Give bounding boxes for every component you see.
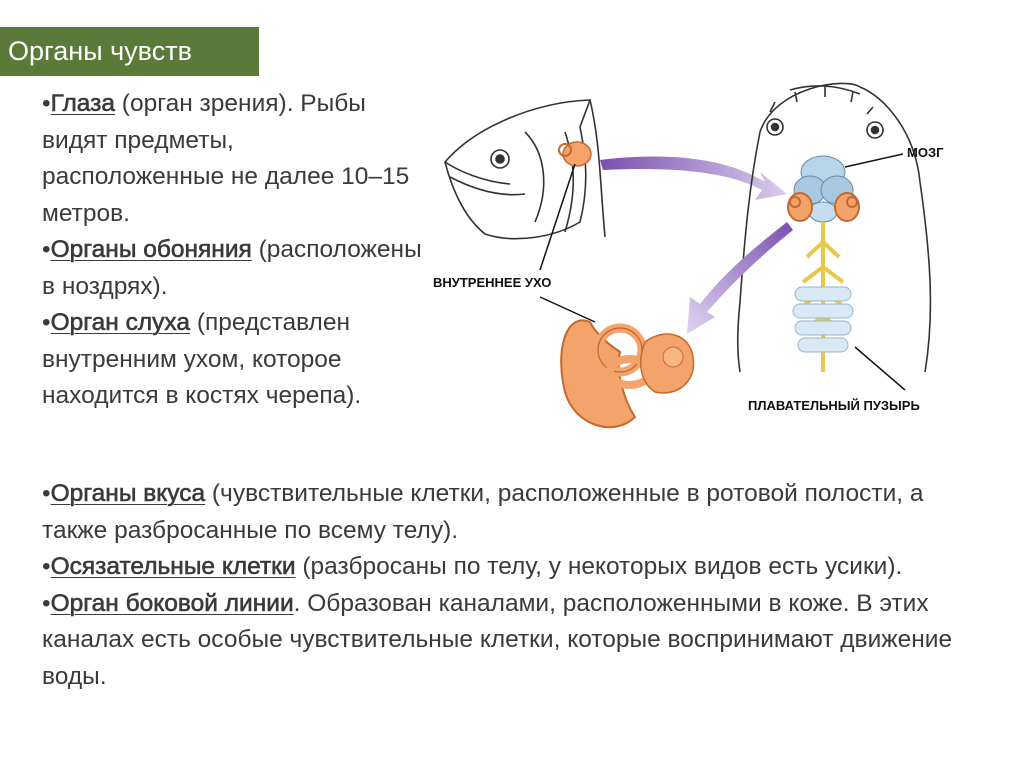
desc-eyes: (орган зрения). Рыбы видят предметы, рас… xyxy=(42,90,410,227)
leader-line-swim-bladder xyxy=(854,346,906,391)
leader-line-brain xyxy=(844,153,904,168)
arrow-to-inner-ear xyxy=(687,222,793,334)
term-touch: Осязательные клетки xyxy=(50,553,296,581)
desc-taste: (чувствительные клетки, расположенные в … xyxy=(42,480,924,544)
fish-head-side-view xyxy=(444,99,606,240)
inner-ear-small xyxy=(558,141,592,167)
bullet: • xyxy=(42,480,51,507)
item-touch: •Осязательные клетки (разбросаны по телу… xyxy=(42,549,972,586)
leader-line-inner-ear-large xyxy=(539,296,596,323)
inner-ears-top-view xyxy=(787,192,860,222)
inner-ear-large xyxy=(560,319,695,429)
desc-hearing: (представлен внутренним ухом, которое на… xyxy=(42,309,362,409)
slide-title: Органы чувств xyxy=(0,27,259,76)
term-lateral-line: Орган боковой линии xyxy=(50,589,294,617)
fish-head-top-view xyxy=(736,82,932,373)
bullet: • xyxy=(42,589,51,617)
bullet: • xyxy=(42,90,51,117)
item-eyes: •Глаза (орган зрения). Рыбы видят предме… xyxy=(42,86,422,232)
term-eyes: Глаза xyxy=(50,90,115,118)
desc-touch: (разбросаны по телу, у некоторых видов е… xyxy=(295,553,903,580)
item-lateral-line: •Орган боковой линии. Образован каналами… xyxy=(42,586,972,696)
item-smell: •Органы обоняния (расположены в ноздрях)… xyxy=(42,232,422,305)
label-swim-bladder: ПЛАВАТЕЛЬНЫЙ ПУЗЫРЬ xyxy=(748,398,920,413)
item-taste: •Органы вкуса (чувствительные клетки, ра… xyxy=(42,476,972,549)
arrow-to-brain xyxy=(600,156,787,200)
term-hearing: Орган слуха xyxy=(50,309,191,337)
desc-smell: (расположены в ноздрях). xyxy=(42,236,422,300)
bullet: • xyxy=(42,553,51,580)
swim-bladder xyxy=(792,286,854,353)
label-brain: МОЗГ xyxy=(907,145,944,160)
bullet: • xyxy=(42,309,51,336)
leader-line-inner-ear-small xyxy=(539,163,576,271)
brain xyxy=(793,155,854,223)
fish-sense-organs-diagram: МОЗГ ВНУТРЕННЕЕ УХО ПЛАВАТЕЛЬНЫЙ ПУЗЫРЬ xyxy=(415,72,1005,447)
desc-lateral-line: . Образован каналами, расположенными в к… xyxy=(42,589,953,690)
text-block-top: •Глаза (орган зрения). Рыбы видят предме… xyxy=(42,86,422,415)
label-inner-ear: ВНУТРЕННЕЕ УХО xyxy=(433,275,551,290)
term-taste: Органы вкуса xyxy=(50,480,206,508)
item-hearing: •Орган слуха (представлен внутренним ухо… xyxy=(42,305,422,415)
term-smell: Органы обоняния xyxy=(50,236,252,264)
bullet: • xyxy=(42,236,51,263)
text-block-bottom: •Органы вкуса (чувствительные клетки, ра… xyxy=(42,476,972,695)
